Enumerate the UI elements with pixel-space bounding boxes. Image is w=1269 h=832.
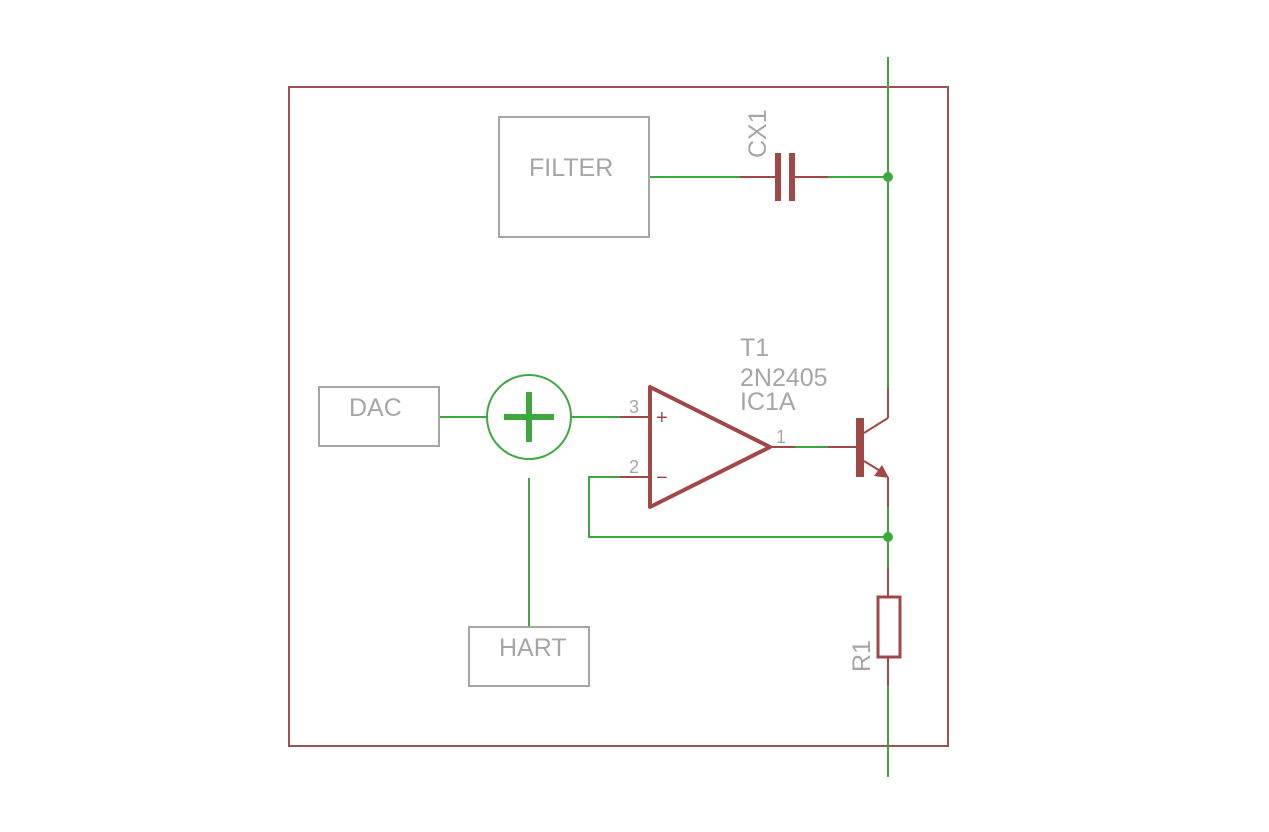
resistor-name: R1 bbox=[848, 640, 876, 672]
opamp-plus-sign: + bbox=[656, 407, 668, 429]
filter-label: FILTER bbox=[529, 154, 613, 182]
module-frame bbox=[288, 86, 949, 747]
summing-junction-icon bbox=[470, 374, 590, 460]
capacitor-icon bbox=[740, 153, 828, 201]
opamp-pin-2: 2 bbox=[629, 457, 639, 477]
junction-dot-feedback bbox=[883, 532, 893, 542]
opamp-icon bbox=[620, 385, 795, 509]
transistor-name: T1 bbox=[740, 334, 769, 362]
transistor-collector bbox=[863, 417, 889, 434]
capacitor-name: CX1 bbox=[744, 109, 772, 158]
filter-block: FILTER bbox=[498, 116, 650, 238]
junction-dot-top bbox=[883, 172, 893, 182]
dac-block: DAC bbox=[318, 386, 440, 447]
opamp-minus-sign: − bbox=[656, 467, 668, 489]
hart-block: HART bbox=[468, 626, 590, 687]
dac-label: DAC bbox=[349, 394, 402, 422]
npn-transistor-icon bbox=[828, 388, 889, 507]
opamp-pin-3: 3 bbox=[629, 397, 639, 417]
wire-feedback bbox=[588, 476, 888, 538]
opamp-name: IC1A bbox=[740, 388, 796, 416]
opamp-pin-1: 1 bbox=[776, 427, 786, 447]
emitter-arrow-icon bbox=[874, 465, 889, 478]
resistor-icon bbox=[876, 567, 902, 686]
transistor-value: 2N2405 bbox=[740, 364, 828, 392]
wires bbox=[440, 57, 889, 777]
hart-label: HART bbox=[499, 634, 567, 662]
